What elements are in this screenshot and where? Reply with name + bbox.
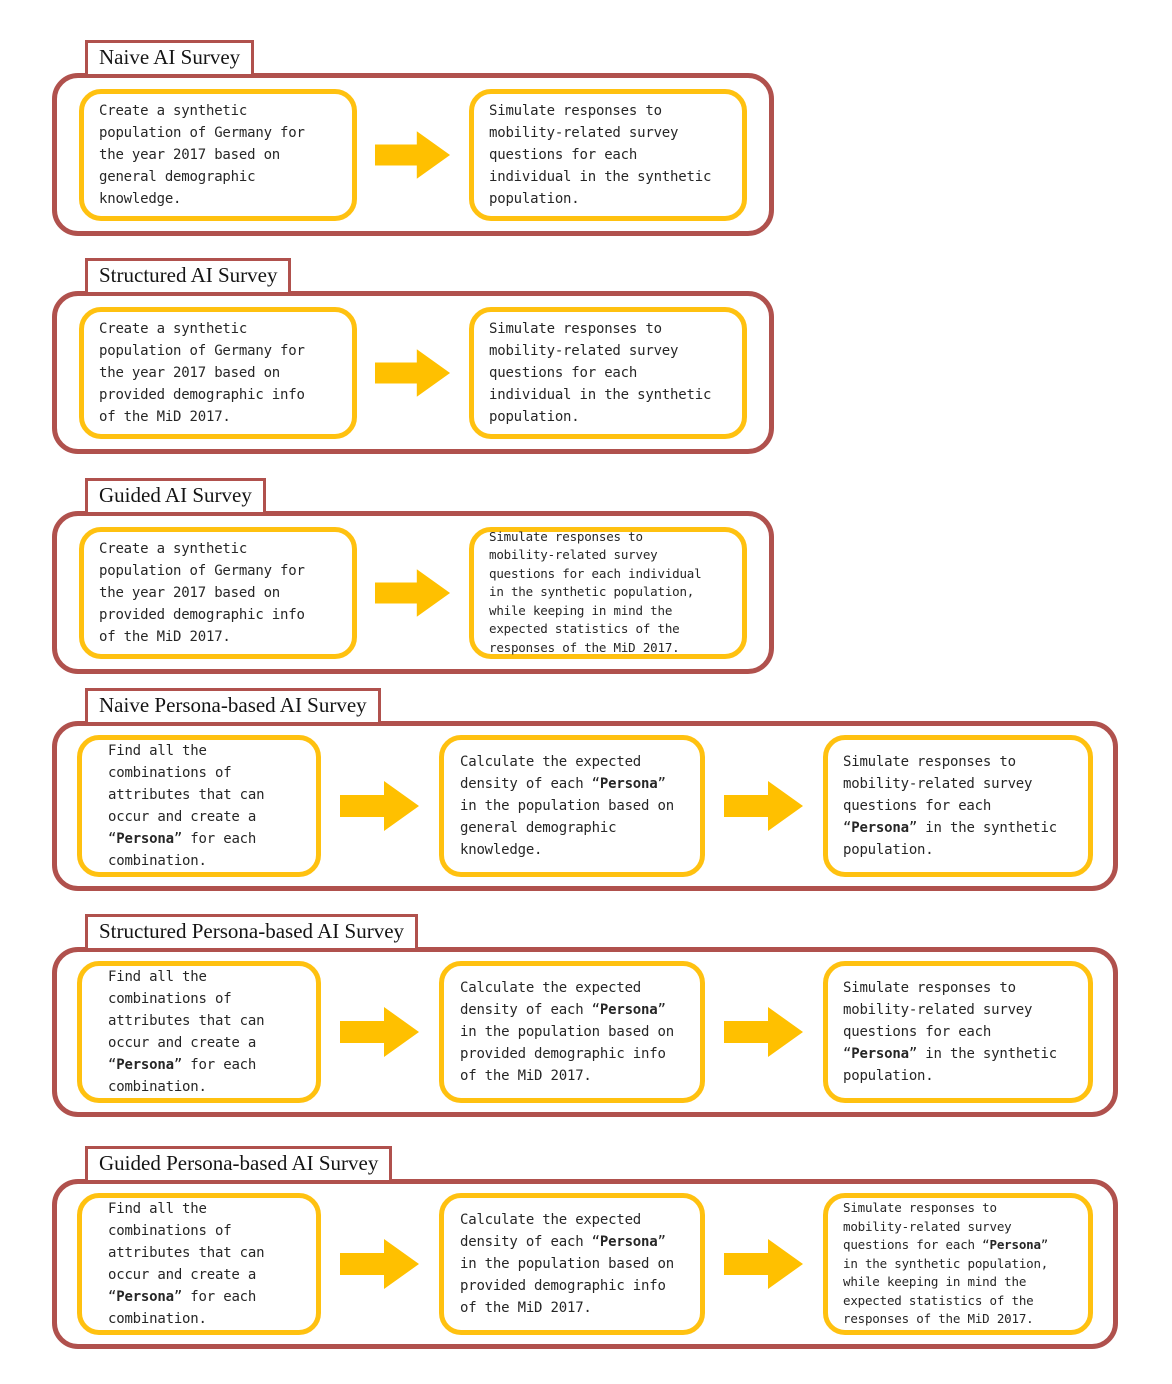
panel-title-label: Structured Persona-based AI Survey [99, 919, 405, 943]
panel-title: Structured AI Survey [85, 258, 292, 295]
flow-arrow-icon [724, 1239, 803, 1289]
panel-title-label: Naive AI Survey [99, 45, 241, 69]
panel-title: Guided AI Survey [85, 478, 266, 515]
flow-arrow-icon [375, 348, 451, 397]
panel-naive-persona-based-ai-survey: Naive Persona-based AI Survey Find all t… [52, 688, 1118, 891]
panel-title-label: Naive Persona-based AI Survey [99, 693, 367, 717]
flow-arrow-icon [340, 1007, 419, 1057]
panel-title: Guided Persona-based AI Survey [85, 1146, 393, 1183]
flow-arrow-icon [724, 1007, 803, 1057]
panel-title: Naive AI Survey [85, 40, 255, 77]
flow-arrow-icon [340, 1239, 419, 1289]
flow-arrow-icon [340, 781, 419, 831]
flow-arrow-icon [375, 568, 451, 617]
panel-title-label: Guided Persona-based AI Survey [99, 1151, 379, 1175]
panel-title: Naive Persona-based AI Survey [85, 688, 381, 725]
panel-title-label: Structured AI Survey [99, 263, 278, 287]
panel-guided-persona-based-ai-survey: Guided Persona-based AI Survey Find all … [52, 1146, 1118, 1349]
panel-title-label: Guided AI Survey [99, 483, 252, 507]
panel-structured-persona-based-ai-survey: Structured Persona-based AI Survey Find … [52, 914, 1118, 1117]
flow-arrow-icon [724, 781, 803, 831]
panel-title: Structured Persona-based AI Survey [85, 914, 419, 951]
flow-arrow-icon [375, 130, 451, 179]
